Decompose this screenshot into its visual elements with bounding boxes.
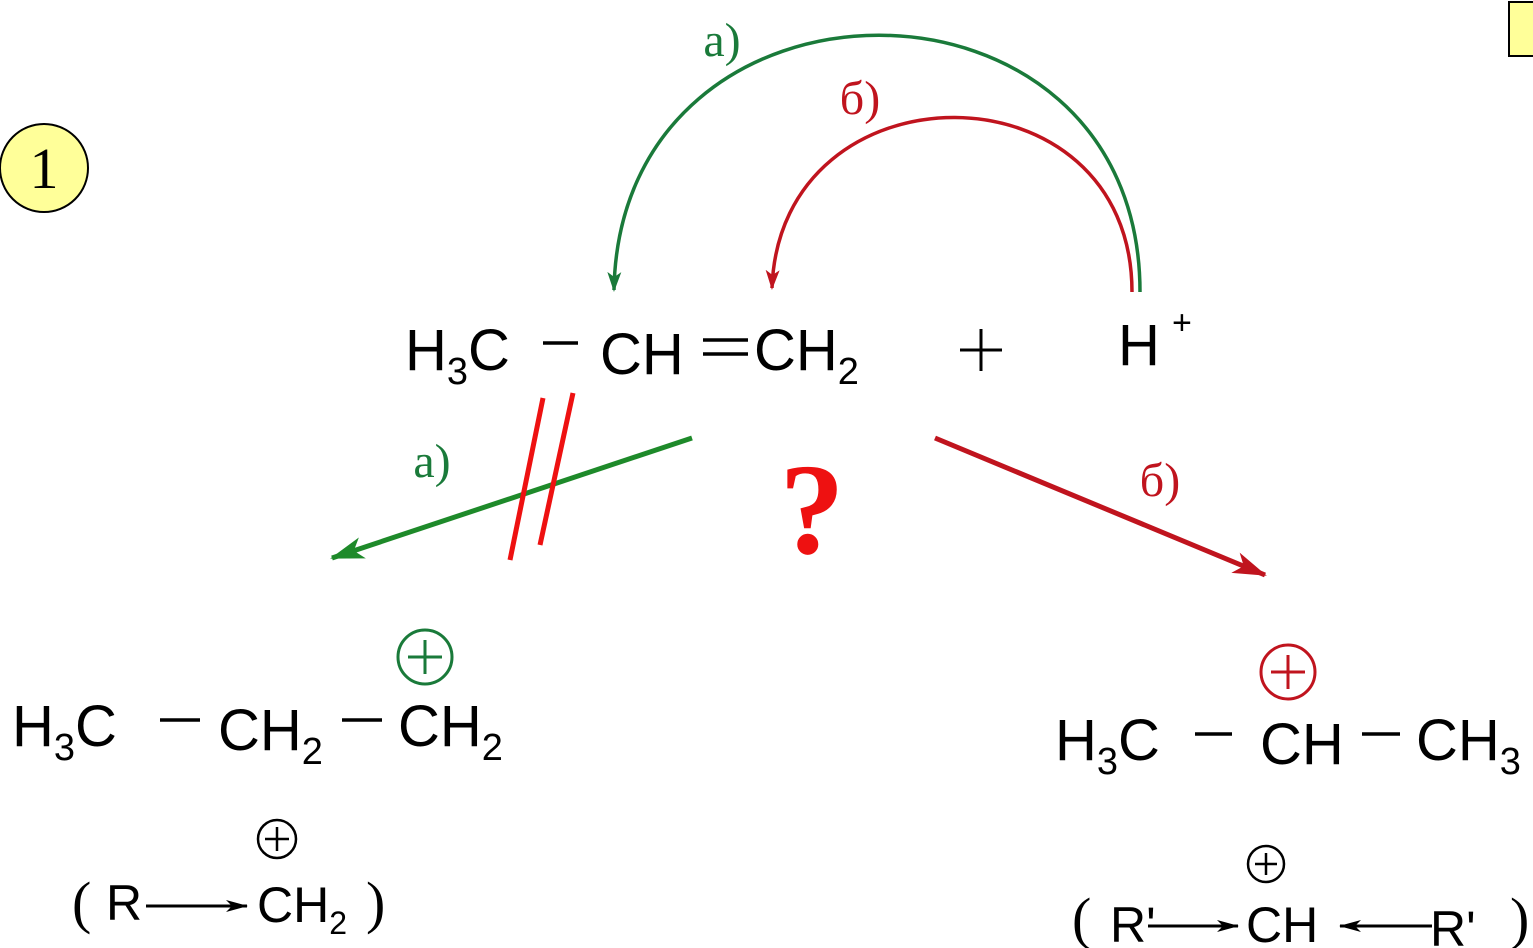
product-b-ch: CH [1260, 712, 1344, 777]
step-badge-number: 1 [30, 136, 59, 201]
product-a-note-open: ( [72, 870, 91, 935]
product-b-ch3: CH3 [1416, 708, 1521, 783]
proton-charge: + [1172, 304, 1192, 342]
product-a-note-ch2: CH2 [257, 877, 347, 941]
product-a-note-r: R [106, 875, 142, 931]
product-a-note-close: ) [366, 870, 385, 935]
product-a-note: ( R CH2 ) [72, 818, 385, 941]
product-b-note-r-left: R' [1110, 897, 1156, 948]
product-a-ch2-second: CH2 [398, 694, 503, 769]
label-path-a: а) [413, 435, 450, 488]
reactant-propene: H3C CH CH2 [405, 318, 859, 393]
product-a: H3C CH2 CH2 [12, 628, 503, 773]
product-a-h3c: H3C [12, 694, 117, 769]
product-a-ch2-first: CH2 [218, 698, 323, 773]
label-path-b: б) [1140, 454, 1180, 507]
step-badge: 1 [0, 123, 89, 213]
reactant-ch: CH [600, 322, 684, 387]
reactant-ch2: CH2 [754, 318, 859, 393]
product-b-note-r-right: R' [1430, 901, 1476, 948]
curved-arrow-b [765, 115, 1134, 293]
curved-arrow-a [607, 33, 1142, 293]
step-badge-circle [0, 123, 89, 213]
label-path-a-top: а) [703, 14, 740, 67]
proton-h: H [1118, 313, 1160, 378]
question-mark: ? [780, 438, 845, 582]
product-b-h3c: H3C [1055, 708, 1160, 783]
proton: H + [1118, 304, 1192, 378]
arrow-path-b [934, 435, 1267, 578]
product-b-charge-circle [1259, 643, 1317, 701]
product-b-note: ( R' CH R' ) [1072, 844, 1529, 948]
product-b-note-charge-circle [1246, 844, 1286, 884]
edge-box [1508, 1, 1533, 57]
product-b-note-close: ) [1510, 886, 1529, 948]
product-b-note-open: ( [1072, 886, 1091, 948]
arrow-path-a [330, 435, 693, 561]
blocked-mark-2 [537, 392, 576, 546]
reactant-formula-left: H3C [405, 318, 510, 393]
product-a-charge-circle [396, 628, 454, 686]
product-b: H3C CH CH3 [1055, 643, 1521, 783]
label-path-b-top: б) [840, 72, 880, 125]
product-b-note-ch: CH [1246, 897, 1318, 948]
product-a-note-charge-circle [256, 818, 298, 860]
blocked-mark-1 [507, 397, 546, 561]
